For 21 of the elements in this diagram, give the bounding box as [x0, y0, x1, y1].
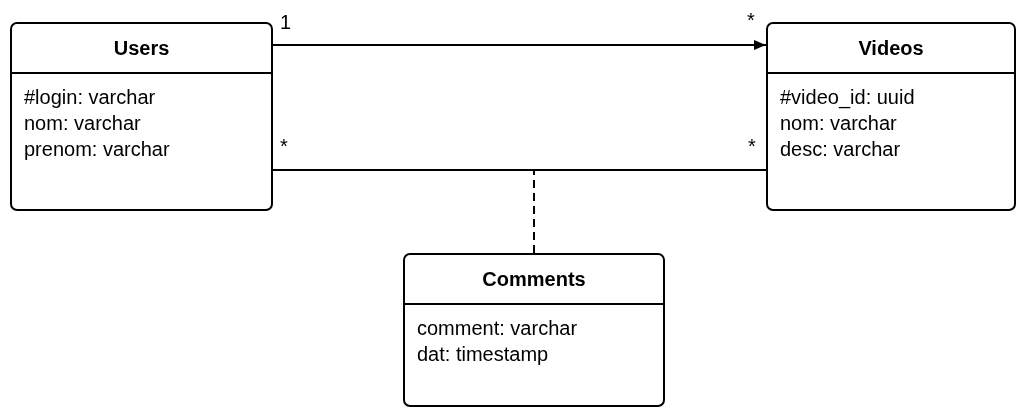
- class-name: Users: [112, 36, 171, 61]
- dashed-line: [533, 169, 535, 254]
- attribute-text: comment: varchar: [417, 316, 578, 341]
- multiplicity-label: *: [280, 136, 288, 156]
- class-box: [766, 22, 1016, 211]
- attribute-text: nom: varchar: [24, 111, 142, 136]
- attribute-text: dat: timestamp: [417, 342, 550, 367]
- class-name: Comments: [481, 267, 587, 292]
- attribute-text: #video_id: uuid: [780, 85, 915, 110]
- multiplicity-label: *: [748, 136, 756, 156]
- attribute-text: desc: varchar: [780, 137, 902, 162]
- multiplicity-label: 1: [280, 12, 292, 32]
- attribute-text: #login: varchar: [24, 85, 157, 110]
- arrow: [272, 40, 767, 50]
- attribute-text: prenom: varchar: [24, 137, 170, 162]
- multiplicity-label: *: [747, 10, 755, 30]
- attribute-text: nom: varchar: [780, 111, 898, 136]
- class-box: [403, 253, 665, 407]
- association-line: [272, 169, 767, 171]
- class-box: [10, 22, 273, 211]
- class-name: Videos: [857, 36, 925, 61]
